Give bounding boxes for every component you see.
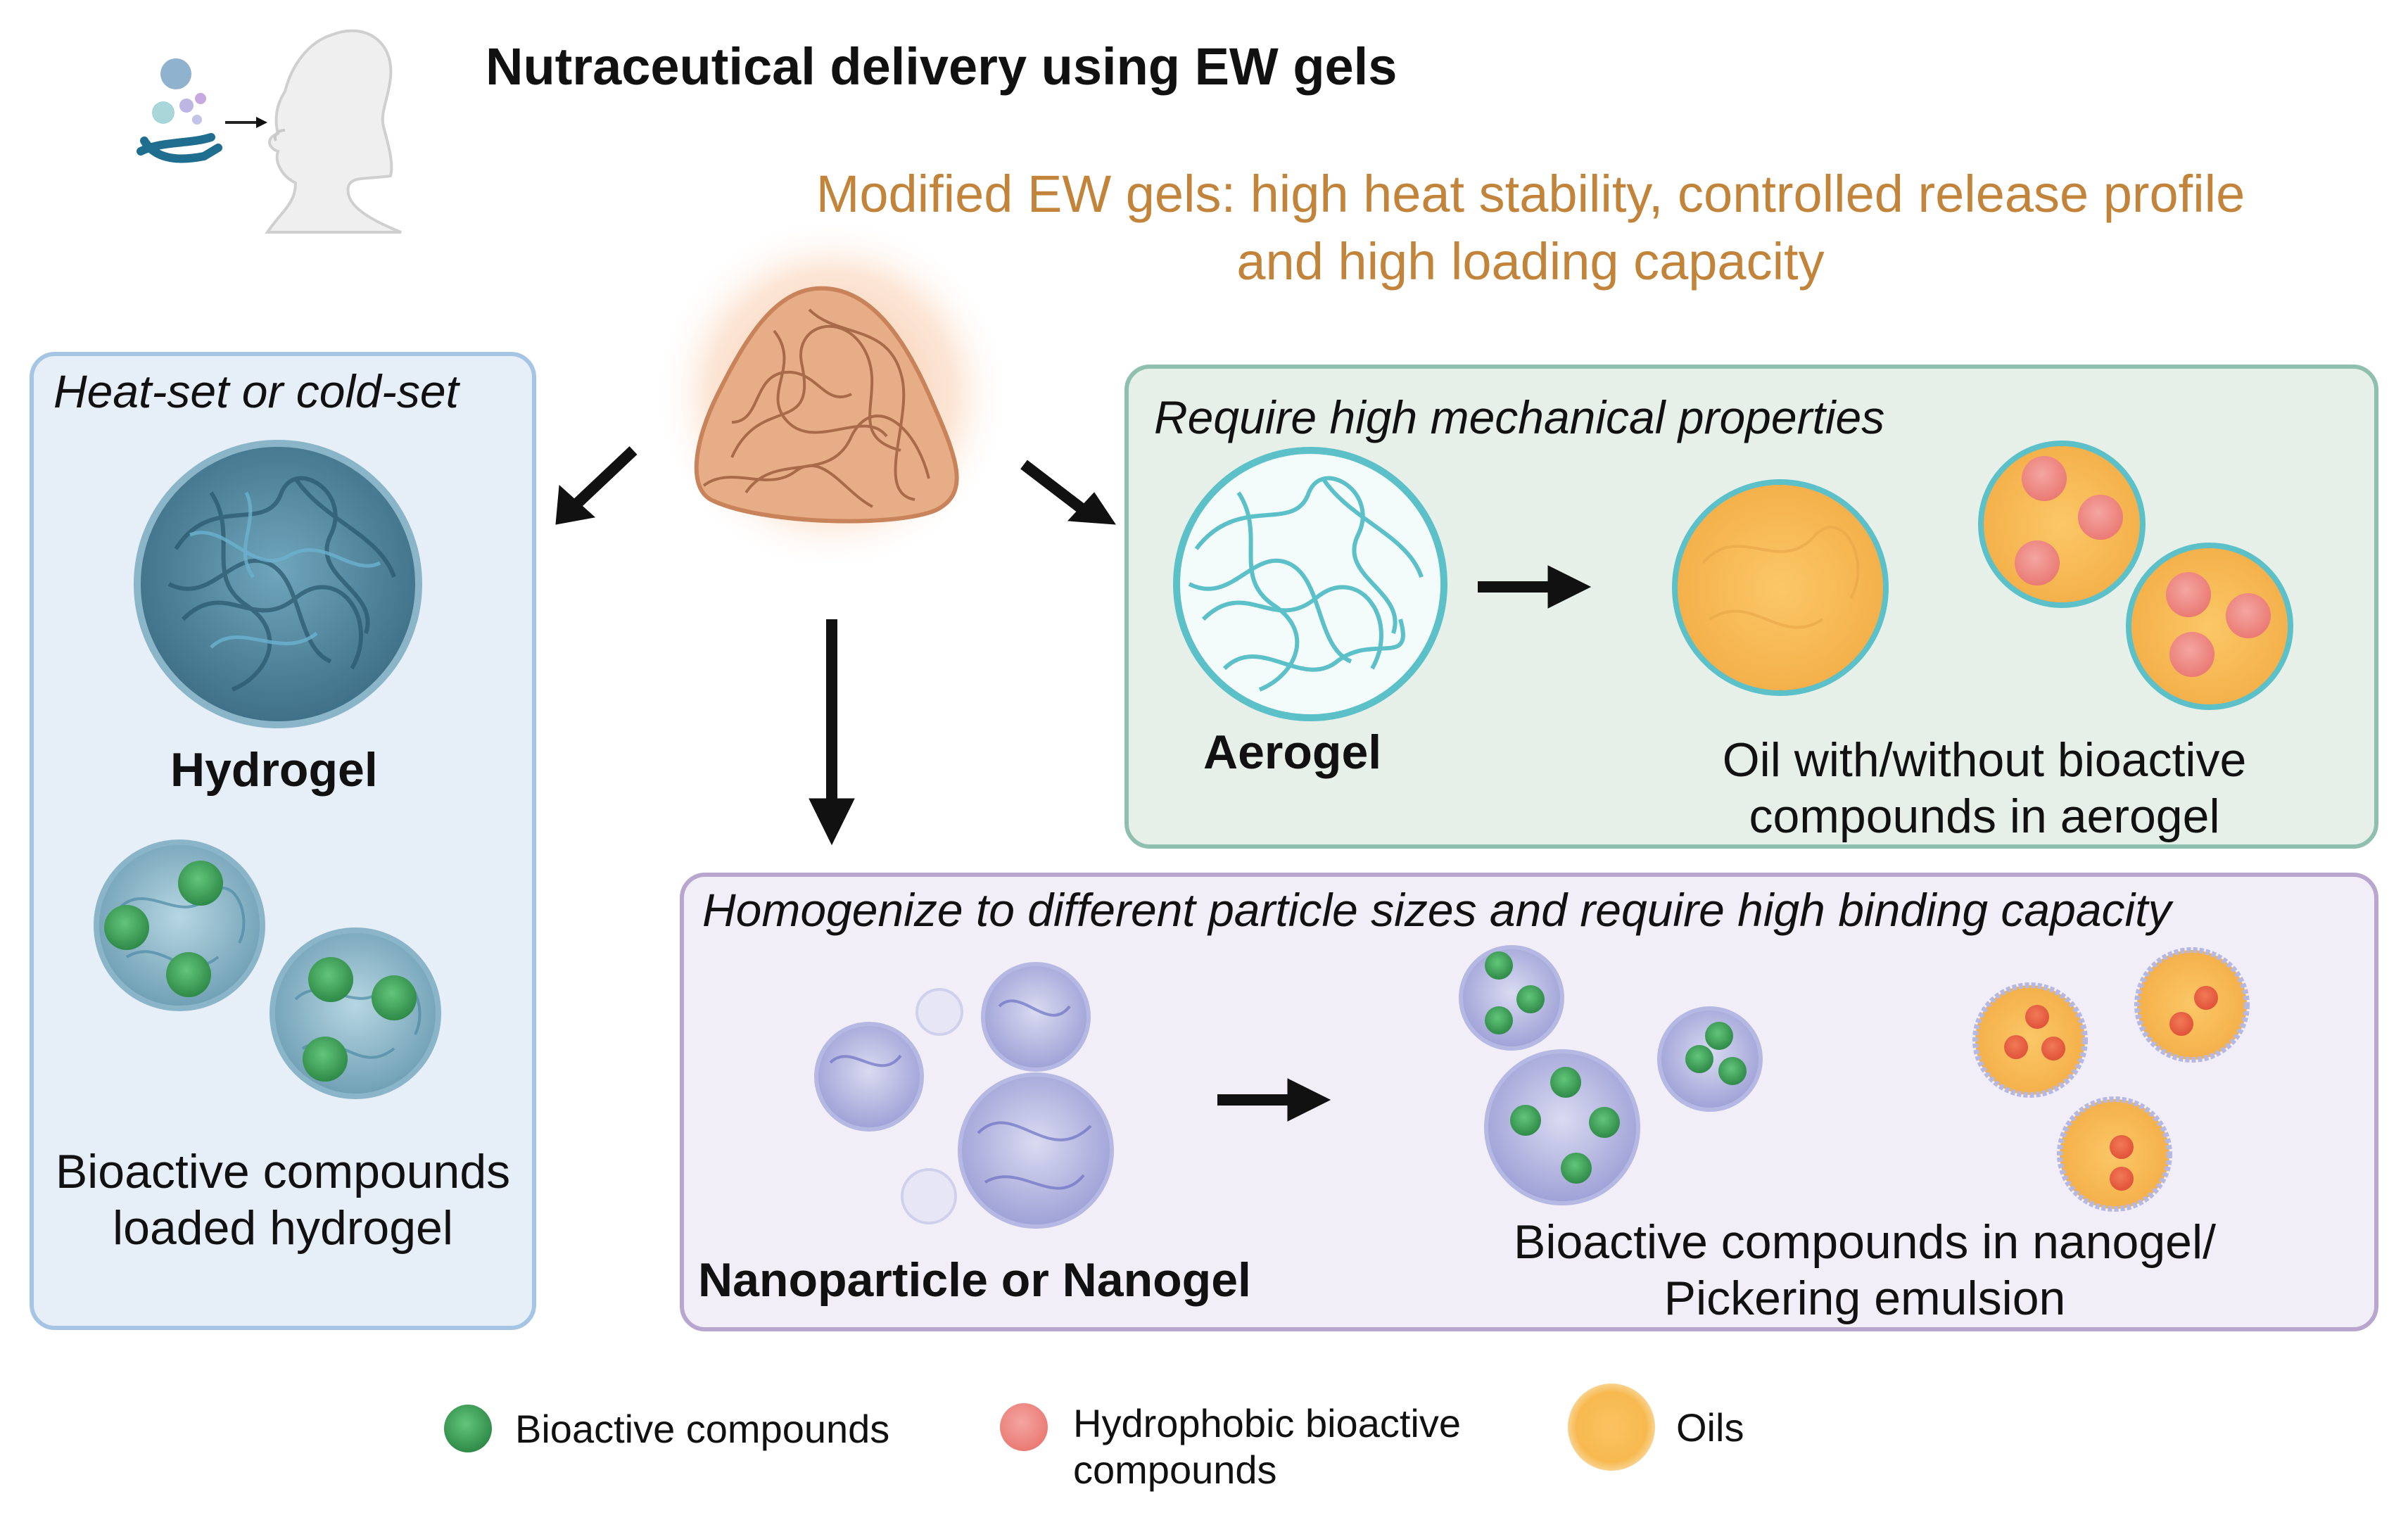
legend-hydrophobic-label: Hydrophobic bioactive compounds (1073, 1401, 1461, 1492)
legend-bioactive-label: Bioactive compounds (515, 1407, 890, 1451)
aerogel-panel-heading: Require high mechanical properties (1154, 391, 1885, 443)
flow-arrows (555, 446, 1592, 1122)
page-title: Nutraceutical delivery using EW gels (486, 37, 1398, 96)
loaded-hydrogel-spheres (94, 840, 441, 1099)
hydrogel-label: Hydrogel (170, 743, 378, 797)
hydrogel-panel-heading: Heat-set or cold-set (53, 365, 459, 417)
legend-markers (444, 1383, 1655, 1471)
nanogel-label: Nanoparticle or Nanogel (698, 1253, 1251, 1307)
egg-white-gel-icon (656, 218, 1008, 570)
nanogel-spheres (814, 962, 1114, 1229)
loaded-nanogel-spheres (1459, 945, 1763, 1205)
legend-oil-marker (1568, 1383, 1655, 1471)
pickering-emulsion-droplets (1972, 947, 2250, 1212)
aerogel-label: Aerogel (1203, 726, 1382, 779)
aerogel-sphere (1173, 447, 1447, 721)
legend-hydrophobic-marker (1000, 1403, 1048, 1451)
oil-aerogel-spheres (1672, 441, 2293, 710)
legend-oil-label: Oils (1676, 1405, 1744, 1450)
pickering-label: Bioactive compounds in nanogel/ Pickerin… (1514, 1215, 2216, 1325)
subtitle: Modified EW gels: high heat stability, c… (816, 165, 2245, 291)
hydrogel-sphere (134, 440, 422, 728)
person-taking-supplement-icon (137, 29, 402, 234)
loaded-hydrogel-label: Bioactive compounds loaded hydrogel (55, 1145, 511, 1255)
nanogel-panel-heading: Homogenize to different particle sizes a… (702, 884, 2172, 936)
legend-bioactive-marker (444, 1405, 492, 1452)
oil-aerogel-label: Oil with/without bioactive compounds in … (1722, 733, 2247, 843)
